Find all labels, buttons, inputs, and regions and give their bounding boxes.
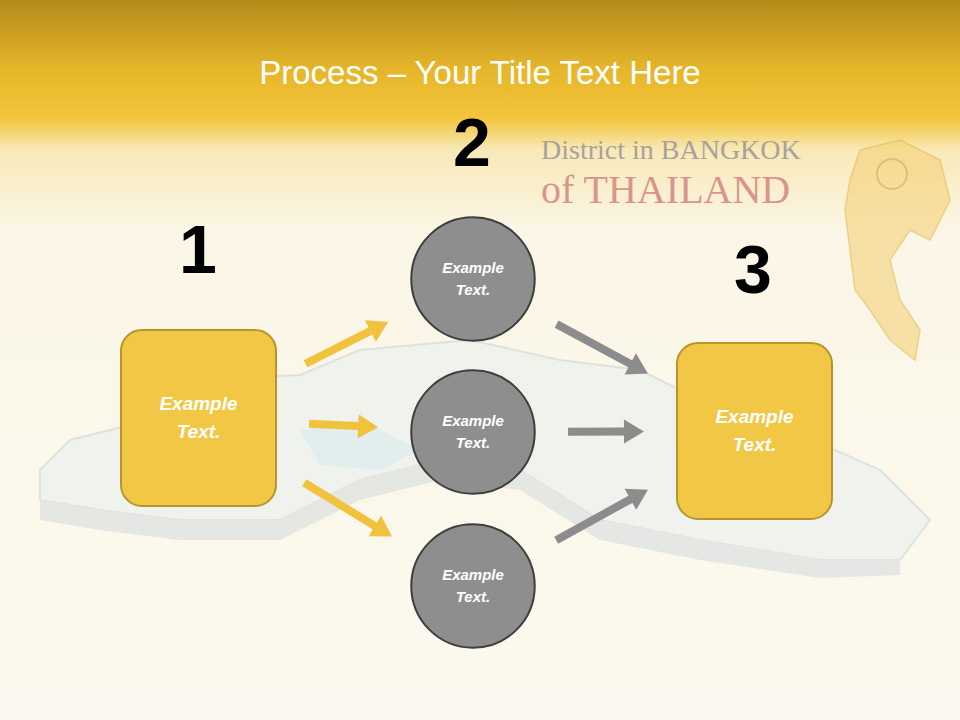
thailand-map xyxy=(845,140,950,360)
flow-arrow xyxy=(309,414,378,438)
node-text: Example Text. xyxy=(435,564,511,608)
process-box: Example Text. xyxy=(676,342,833,520)
process-box: Example Text. xyxy=(120,329,277,507)
arrowhead xyxy=(358,414,379,438)
arrow-shaft xyxy=(306,329,374,364)
callout-number: 3 xyxy=(734,235,772,303)
flow-arrow xyxy=(568,419,644,443)
callout-number: 1 xyxy=(179,215,217,283)
arrowhead xyxy=(625,353,648,374)
circle-outline xyxy=(410,216,536,342)
flow-arrow xyxy=(306,320,389,364)
process-circle: Example Text. xyxy=(410,216,536,342)
arrow-shaft xyxy=(309,424,362,427)
arrowhead xyxy=(369,516,392,537)
watermark-text: District in BANGKOK xyxy=(541,136,801,164)
callout-number: 2 xyxy=(453,108,491,176)
node-text: Example Text. xyxy=(435,257,511,301)
flow-arrow xyxy=(557,324,648,374)
arrow-shaft xyxy=(556,497,634,540)
flow-arrow xyxy=(304,483,392,537)
watermark-text: of THAILAND xyxy=(541,170,790,210)
arrowhead xyxy=(625,489,648,510)
arrowhead xyxy=(365,320,388,341)
arrow-shaft xyxy=(568,427,628,435)
arrow-shaft xyxy=(557,324,634,366)
node-text: Example Text. xyxy=(695,403,815,458)
flow-arrow xyxy=(556,489,648,540)
arrowhead xyxy=(624,419,644,443)
process-circle: Example Text. xyxy=(410,523,536,649)
node-text: Example Text. xyxy=(139,390,259,445)
arrow-shaft xyxy=(304,483,378,528)
node-text: Example Text. xyxy=(435,410,511,454)
process-circle: Example Text. xyxy=(410,369,536,495)
circle-outline xyxy=(410,523,536,649)
slide-title: Process – Your Title Text Here xyxy=(0,54,960,92)
circle-outline xyxy=(410,369,536,495)
